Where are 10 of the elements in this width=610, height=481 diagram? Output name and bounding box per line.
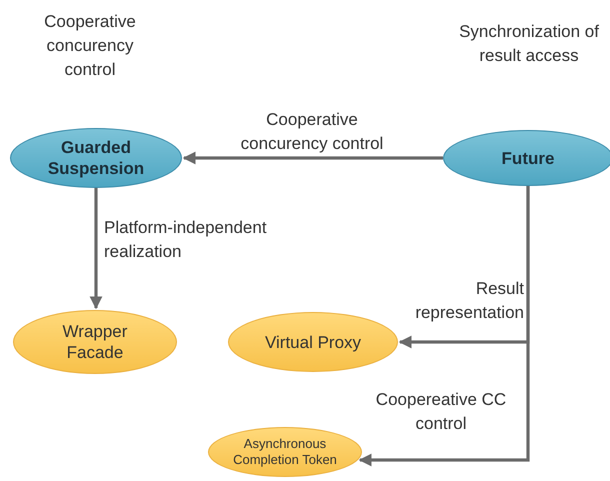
heading-note: Synchronization of result access [458, 21, 600, 67]
arrow [358, 186, 530, 466]
node-label: Wrapper Facade [62, 321, 128, 363]
node-label: Guarded Suspension [46, 137, 146, 179]
node-label: Asynchronous Completion Token [232, 436, 338, 468]
arrow [90, 188, 102, 310]
node-label: Virtual Proxy [264, 332, 362, 352]
arrow [182, 152, 443, 164]
node-label: Future [500, 148, 556, 168]
heading-note: Cooperative concurency control [43, 11, 137, 81]
